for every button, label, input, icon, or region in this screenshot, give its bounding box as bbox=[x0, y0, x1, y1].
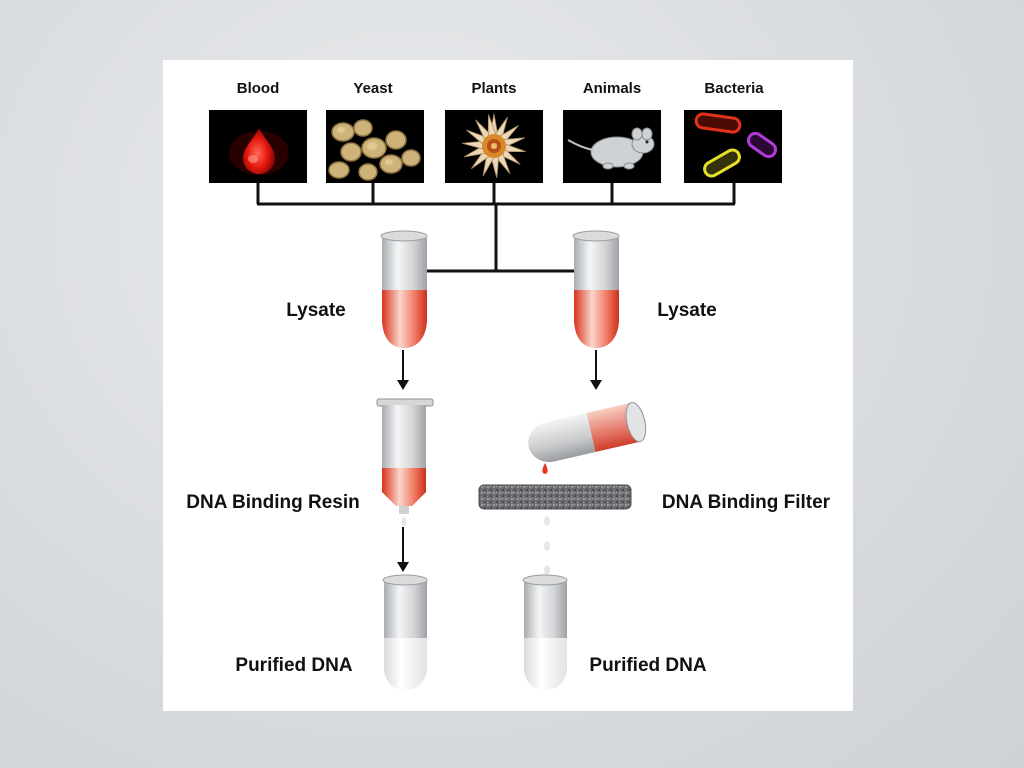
right-purified-label: Purified DNA bbox=[589, 655, 706, 676]
resin-column bbox=[376, 398, 434, 526]
right-arrow-1 bbox=[590, 350, 602, 390]
label-blood: Blood bbox=[237, 80, 280, 97]
label-yeast: Yeast bbox=[353, 80, 392, 97]
filter-label: DNA Binding Filter bbox=[662, 492, 831, 513]
left-purified-tube bbox=[382, 574, 428, 690]
dna-binding-filter bbox=[478, 484, 632, 510]
blood-image bbox=[209, 110, 307, 183]
right-purified-tube bbox=[522, 574, 568, 690]
right-lysate-label: Lysate bbox=[657, 300, 717, 321]
branch-lines bbox=[256, 183, 736, 273]
dna-purification-diagram: Blood Yeast Plants Animals Bacteria bbox=[186, 80, 831, 690]
animals-image bbox=[563, 110, 661, 183]
resin-label: DNA Binding Resin bbox=[186, 492, 359, 513]
red-droplet bbox=[542, 463, 548, 474]
left-arrow-1 bbox=[397, 350, 409, 390]
left-arrow-2 bbox=[397, 527, 409, 572]
drips bbox=[544, 516, 550, 575]
diagram-panel: Blood Yeast Plants Animals Bacteria bbox=[163, 60, 853, 711]
left-lysate-label: Lysate bbox=[286, 300, 346, 321]
tilted-tube bbox=[528, 402, 647, 462]
label-plants: Plants bbox=[471, 80, 516, 97]
label-animals: Animals bbox=[583, 80, 641, 97]
plants-image bbox=[445, 110, 543, 183]
label-bacteria: Bacteria bbox=[704, 80, 764, 97]
left-purified-label: Purified DNA bbox=[235, 655, 352, 676]
yeast-image bbox=[326, 110, 424, 183]
left-lysate-tube bbox=[380, 230, 428, 348]
right-lysate-tube bbox=[572, 230, 620, 348]
bacteria-image bbox=[684, 110, 782, 183]
